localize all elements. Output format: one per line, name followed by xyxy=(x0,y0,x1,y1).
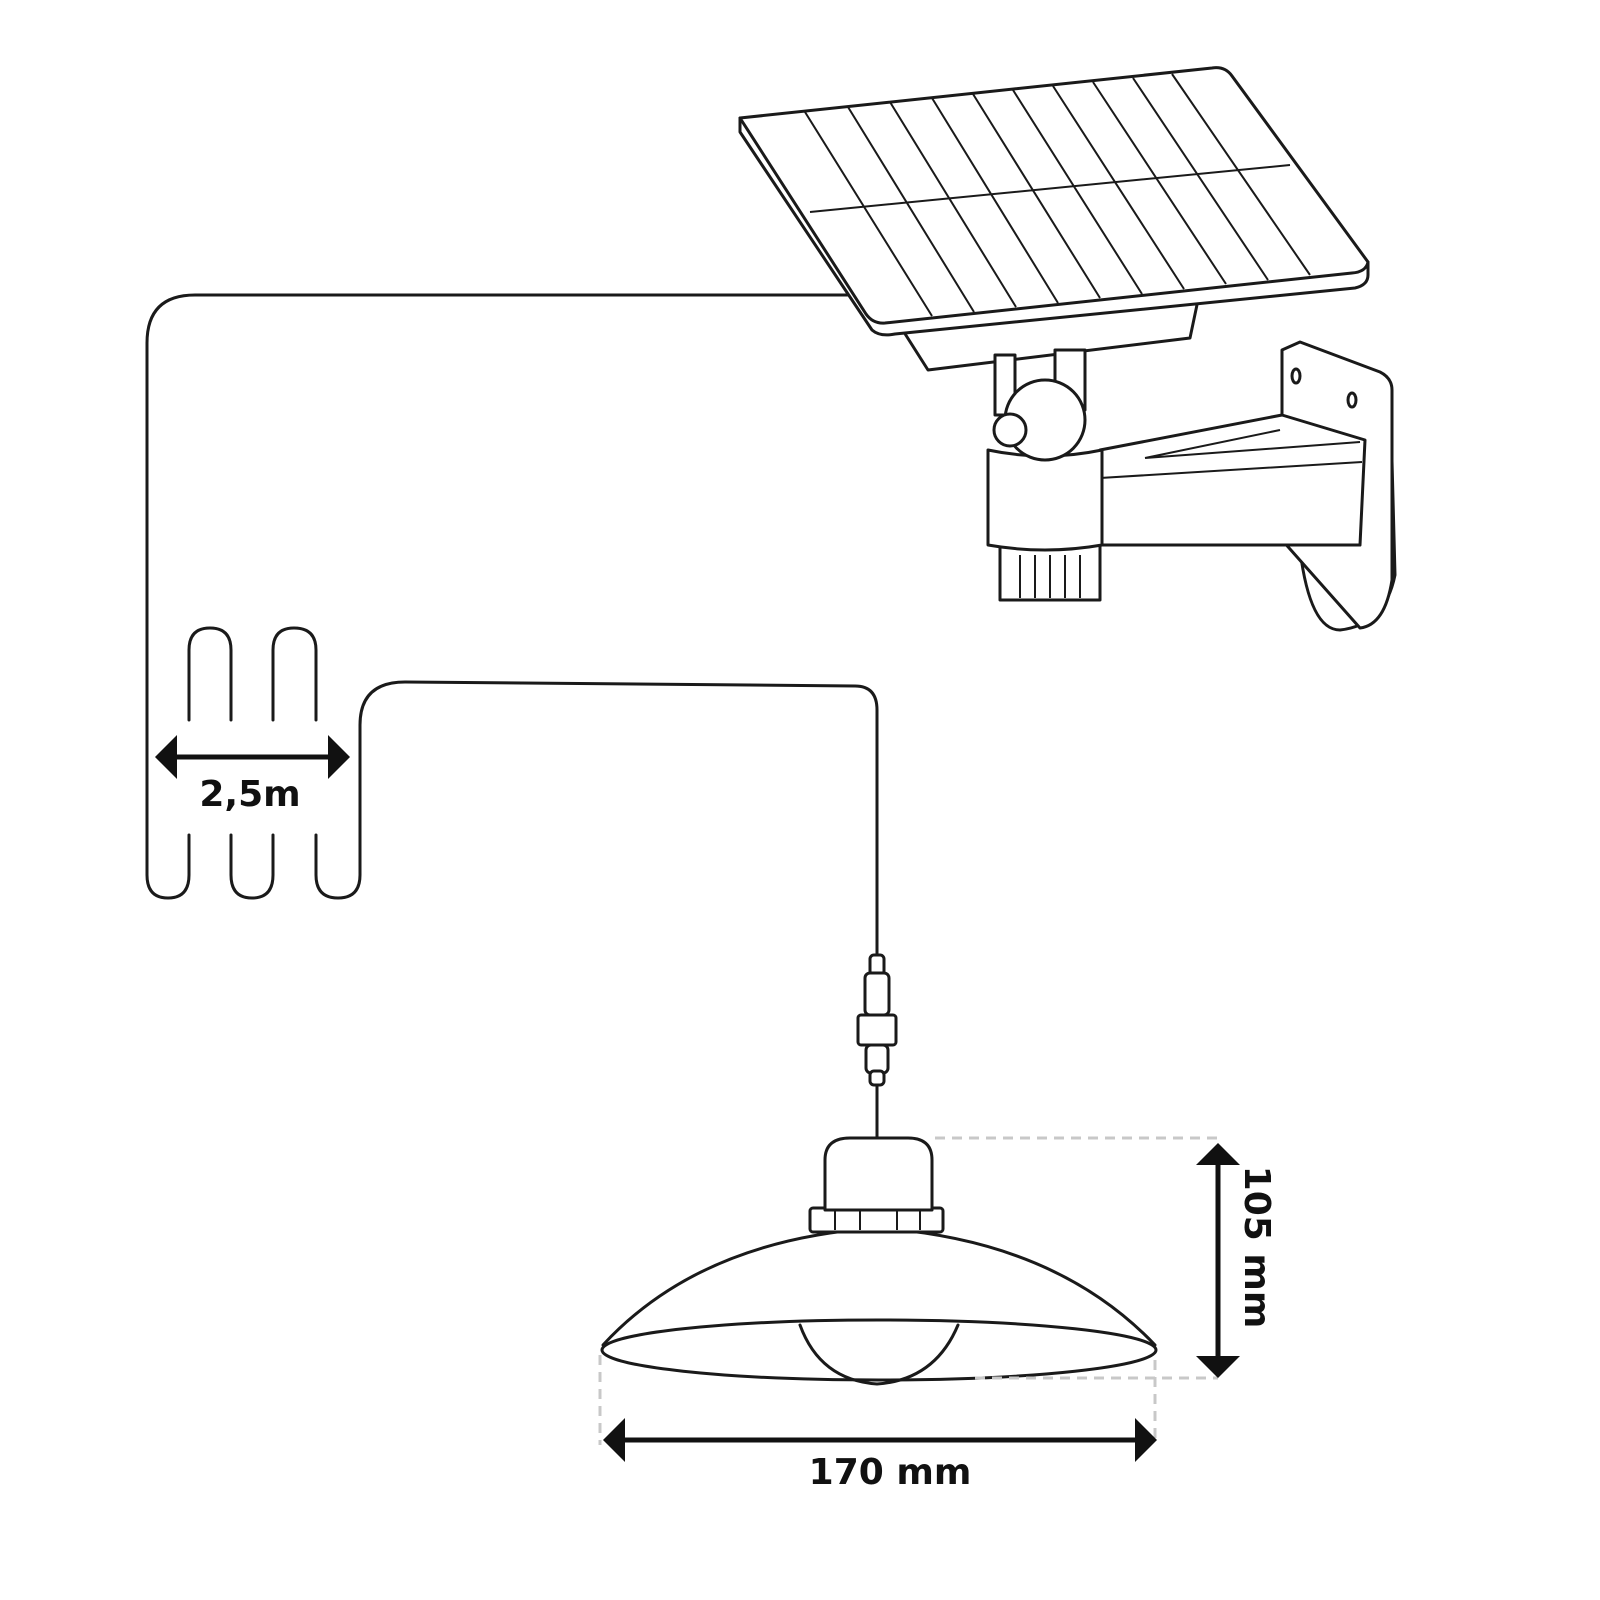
dimension-arrow-cable xyxy=(155,735,350,779)
dimension-arrow-height xyxy=(1196,1143,1240,1378)
solar-panel xyxy=(738,66,1370,417)
cable-coil xyxy=(145,293,879,957)
cable-length-label: 2,5m xyxy=(199,774,300,815)
lamp-width-label: 170 mm xyxy=(809,1452,972,1493)
wall-bracket xyxy=(986,340,1397,632)
dimension-arrow-width xyxy=(603,1418,1157,1462)
cable-connector xyxy=(856,953,898,1140)
pendant-lamp xyxy=(600,1136,1158,1386)
lamp-height-label: 105 mm xyxy=(1236,1166,1277,1329)
dimension-guides xyxy=(598,1136,1218,1445)
